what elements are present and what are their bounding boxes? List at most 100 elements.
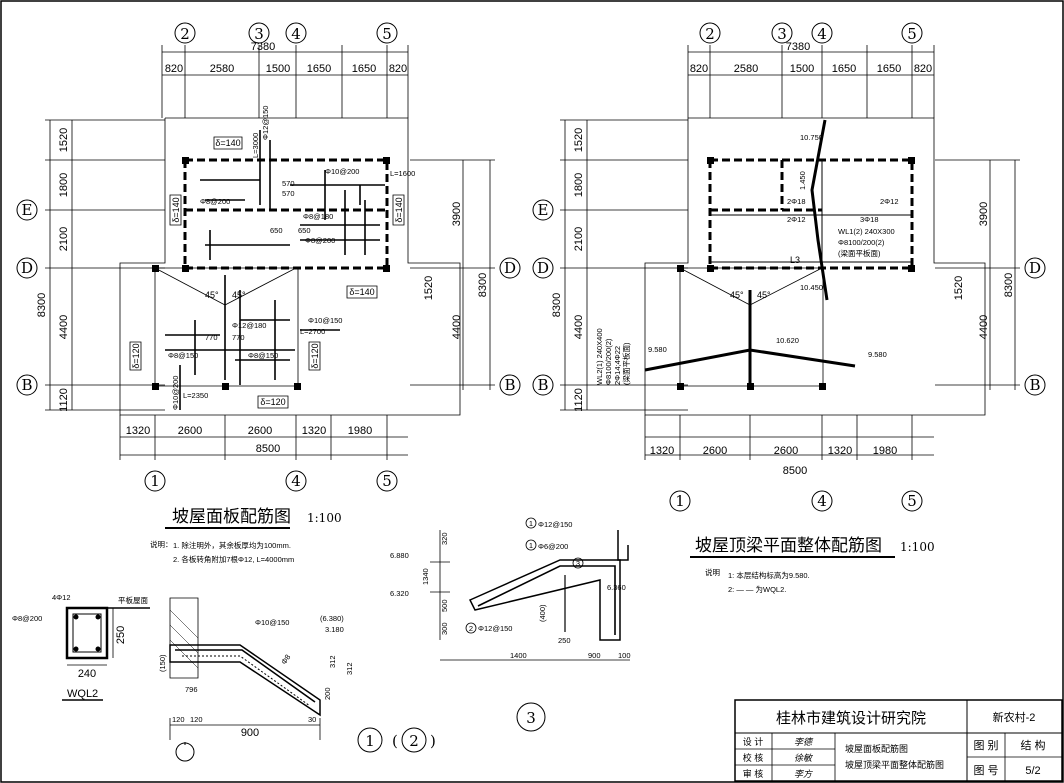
- detail-label: 1400: [510, 651, 527, 660]
- dim-text: 820: [914, 63, 932, 75]
- detail-label: 320: [440, 532, 449, 545]
- beam-spec: (梁面平板面): [838, 248, 881, 258]
- axis-label: E: [22, 201, 33, 219]
- detail-label: 796: [185, 685, 198, 694]
- top-dim-lines: [162, 45, 408, 118]
- role-label: 校 核: [743, 752, 764, 763]
- role-label: 设 计: [743, 736, 764, 747]
- axis-label: 5: [382, 472, 392, 490]
- dim-text: 2600: [774, 445, 798, 457]
- dim-text: 1650: [307, 63, 331, 75]
- detail-label: 120: [172, 715, 185, 724]
- dim-text: 2600: [248, 425, 272, 437]
- detail-number: 2: [409, 732, 419, 750]
- wql2-label: 250: [115, 626, 127, 644]
- dim-text: 1520: [573, 128, 585, 152]
- detail-label: 1: [529, 541, 533, 550]
- axis-label: 2: [705, 25, 715, 43]
- plan-right: 2 3 4 5 7380 820 2580 1500 1650 1650 820…: [533, 23, 1045, 594]
- axis-label: D: [537, 259, 549, 277]
- rebar-label: 650: [298, 226, 311, 235]
- detail-bubble: [358, 728, 382, 752]
- axis-label: 1: [675, 492, 685, 510]
- dim-text: 7380: [251, 41, 275, 53]
- dim-text: 2100: [573, 227, 585, 251]
- dim-text: 4400: [573, 315, 585, 339]
- detail-bubble: [402, 728, 426, 752]
- axis-label: E: [538, 201, 549, 219]
- dim-text: 1520: [423, 276, 435, 300]
- note-line: 1: 本层结构标高为9.580.: [728, 570, 810, 580]
- beam-spec-left: 2Φ14;4Φ22: [613, 346, 622, 385]
- dim-text: 8300: [477, 273, 489, 297]
- axis-label: 4: [817, 25, 827, 43]
- dim-text: 1500: [266, 63, 290, 75]
- beam-label: 2Φ12: [880, 197, 899, 206]
- rebar-label: L=2350: [183, 391, 208, 400]
- angle-label: 45°: [232, 290, 246, 300]
- dim-text: 1520: [953, 276, 965, 300]
- detail-label: 900: [241, 727, 259, 739]
- row-axis-bubbles: [17, 200, 37, 395]
- dim-text: 820: [389, 63, 407, 75]
- detail-label: 6.880: [390, 551, 409, 560]
- dim-text: 1320: [126, 425, 150, 437]
- note-line: 1. 除注明外，其余板厚均为100mm.: [173, 540, 291, 550]
- detail-label: 312: [328, 655, 337, 668]
- detail-label: 6.320: [390, 589, 409, 598]
- axis-label: B: [504, 376, 515, 394]
- top-axis-bubbles: [700, 23, 922, 43]
- wql2-label: 平板屋面: [118, 595, 148, 605]
- roof-outline: [120, 118, 460, 415]
- detail-label: 250: [558, 636, 571, 645]
- plan-scale: 1:100: [307, 511, 342, 525]
- beam-label: 3Φ18: [860, 215, 879, 224]
- slab-tag: δ=120: [260, 397, 285, 407]
- dim-text: 2580: [210, 63, 234, 75]
- project-name: 新农村-2: [993, 710, 1036, 724]
- wql2-lines: [710, 160, 912, 268]
- left-dim-lines: [560, 120, 688, 410]
- drawing-title: 坡屋顶梁平面整体配筋图: [845, 759, 944, 770]
- elev-label: 1.450: [798, 171, 807, 190]
- dim-text: 820: [690, 63, 708, 75]
- beam-spec: WL1(2) 240X300: [838, 227, 895, 236]
- detail-label: 6.360: [607, 583, 626, 592]
- dim-text: 4400: [58, 315, 70, 339]
- dim-text: 8300: [551, 293, 563, 317]
- detail-wql2: 4Φ12 Φ8@200 平板屋面 250 240 WQL2: [12, 593, 150, 700]
- angle-label: 45°: [205, 290, 219, 300]
- elev-label: 10.750: [800, 133, 823, 142]
- dim-text: 820: [165, 63, 183, 75]
- detail-label: 500: [440, 599, 449, 612]
- beam-label: L3: [790, 255, 800, 265]
- detail-label: 312: [345, 662, 354, 675]
- detail-number: 1: [365, 732, 375, 750]
- dim-text: 2100: [58, 227, 70, 251]
- dim-text: 1120: [58, 388, 70, 412]
- detail-label: (6.380): [320, 614, 344, 623]
- signature: 徐敏: [794, 753, 814, 763]
- plan-title: 坡屋顶梁平面整体配筋图: [695, 536, 882, 556]
- slab-tag: δ=120: [310, 343, 320, 368]
- slab-tag-boxes: [130, 137, 404, 408]
- axis-label: 4: [291, 25, 301, 43]
- slab-tag: δ=140: [171, 197, 181, 222]
- angle-label: 45°: [757, 290, 771, 300]
- axis-label: 2: [180, 25, 190, 43]
- columns: [152, 157, 390, 390]
- axis-label: 5: [907, 492, 917, 510]
- dim-text: 1500: [790, 63, 814, 75]
- signature: 李德: [794, 737, 814, 747]
- dim-text: 1320: [650, 445, 674, 457]
- top-dim-lines: [688, 45, 934, 118]
- left-dim-lines: [45, 120, 165, 410]
- detail-label: Φ6@200: [538, 542, 568, 551]
- rebar-label: 650: [270, 226, 283, 235]
- number-value: 5/2: [1025, 765, 1040, 777]
- axis-label: 1: [150, 472, 160, 490]
- axis-label: 5: [907, 25, 917, 43]
- role-label: 审 核: [743, 768, 764, 779]
- bottom-dim-lines: [645, 415, 934, 460]
